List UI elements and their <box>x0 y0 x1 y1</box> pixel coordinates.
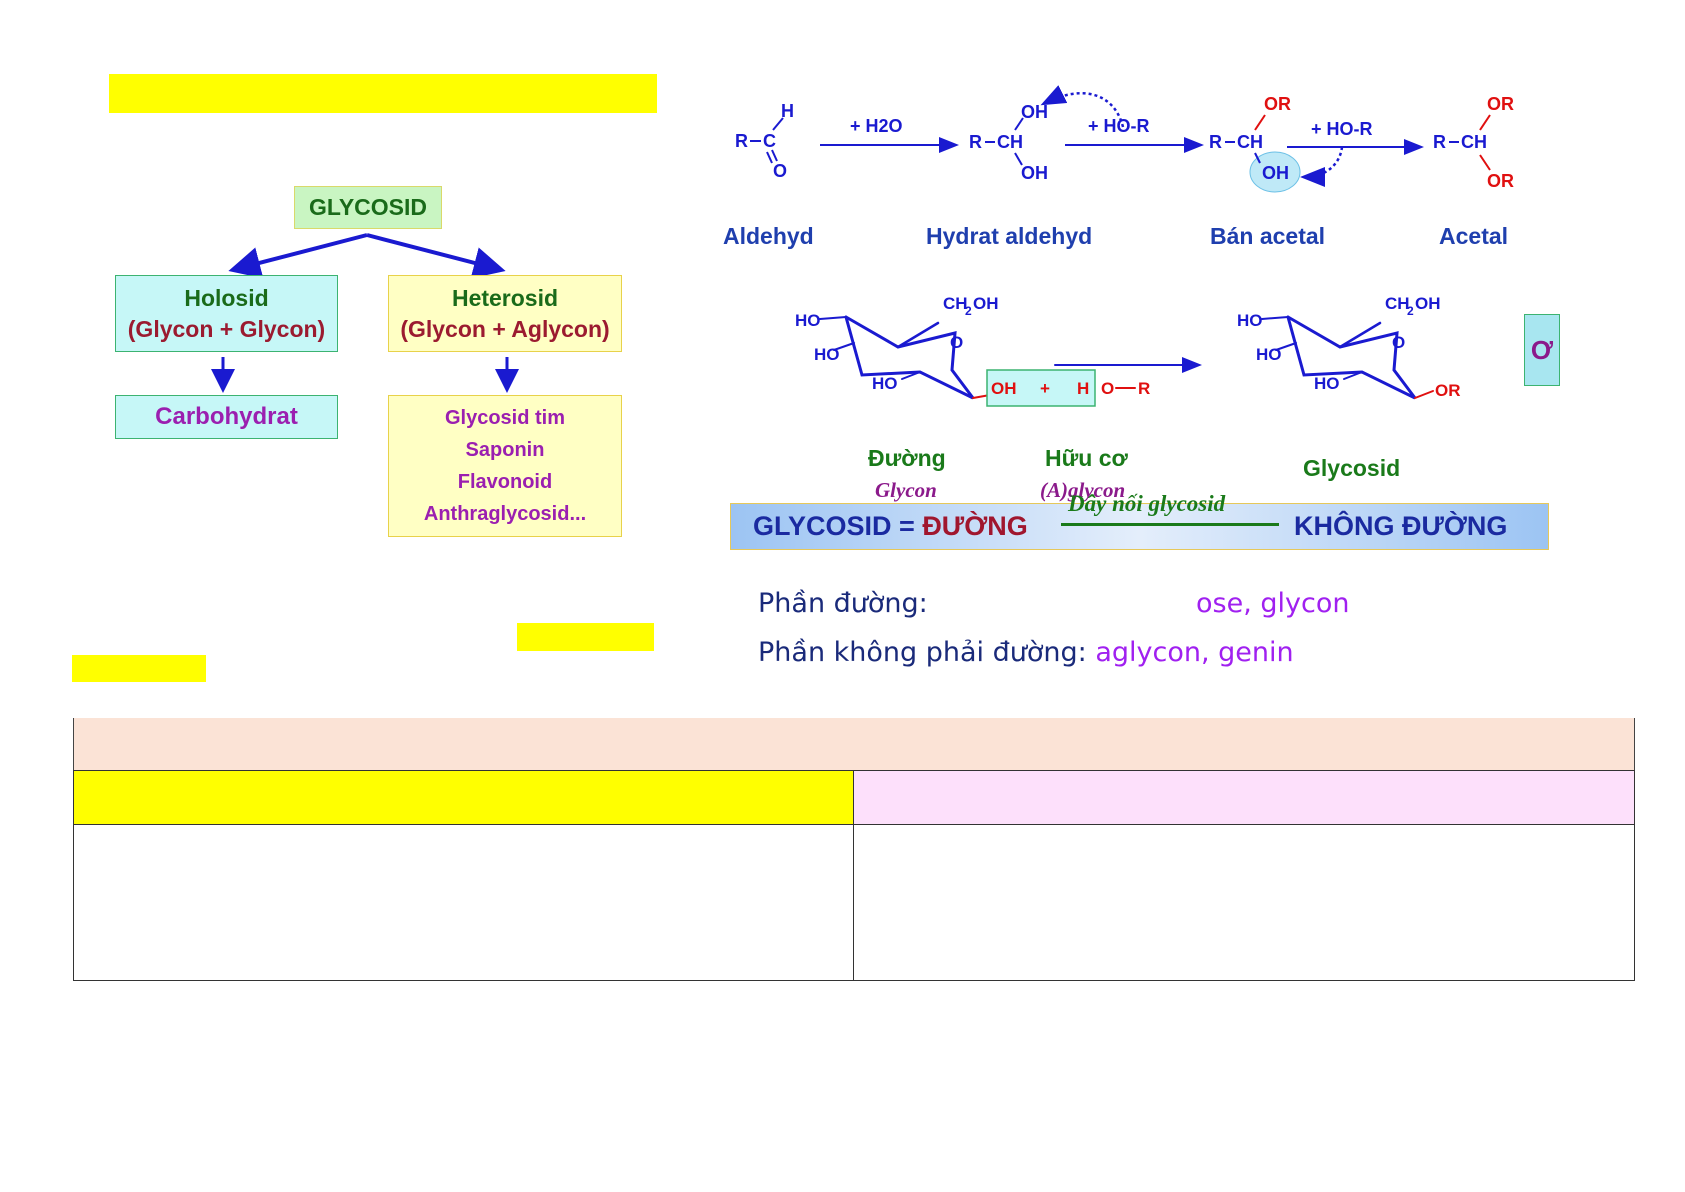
svg-text:R: R <box>969 132 982 152</box>
svg-text:2: 2 <box>1407 304 1414 318</box>
svg-text:CH: CH <box>1237 132 1263 152</box>
reagent-water: + H2O <box>850 116 903 136</box>
svg-text:CH: CH <box>997 132 1023 152</box>
definition-sugar-label: Phần đường: <box>758 588 928 619</box>
svg-text:OR: OR <box>1487 94 1514 114</box>
svg-text:O: O <box>773 161 787 181</box>
highlight-bar-top <box>109 74 657 113</box>
table-body-right <box>853 824 1635 981</box>
label-glycosid-product: Glycosid <box>1303 455 1401 481</box>
type-item: Glycosid tim <box>444 407 566 429</box>
highlight-bar-right <box>517 623 654 651</box>
svg-text:OR: OR <box>1264 94 1291 114</box>
banner-bond-label: Dây nối glycosid <box>1068 491 1226 516</box>
table-head-right <box>853 770 1635 825</box>
definition-non-sugar: Phần không phải đường: aglycon, genin <box>758 637 1294 668</box>
holosid-subtitle: (Glycon + Glycon) <box>127 315 326 342</box>
svg-text:OH: OH <box>973 295 999 313</box>
reagent-alcohol-1: + HO-R <box>1088 116 1150 136</box>
glycosid-banner: GLYCOSID = ĐƯỜNG Dây nối glycosid KHÔNG … <box>730 491 1549 550</box>
heterosid-box: Heterosid (Glycon + Aglycon) <box>388 275 622 352</box>
definition-non-sugar-value: aglycon, genin <box>1095 637 1294 668</box>
label-glycon: Glycon <box>875 478 937 502</box>
table-title-row <box>73 718 1635 770</box>
svg-text:CH: CH <box>1461 132 1487 152</box>
holosid-title: Holosid <box>184 284 269 311</box>
heterosid-title: Heterosid <box>451 284 559 311</box>
svg-text:OH: OH <box>1262 163 1289 183</box>
svg-text:R: R <box>1138 379 1150 398</box>
table-body-left <box>73 824 854 981</box>
heterosid-types-box: Glycosid tim Saponin Flavonoid Anthragly… <box>388 395 622 537</box>
label-aglycon: (A)glycon <box>1040 478 1126 502</box>
definition-sugar-value: ose, glycon <box>1196 588 1350 619</box>
definition-non-sugar-label: Phần không phải đường: <box>758 637 1087 668</box>
banner-equation: GLYCOSID = <box>753 511 923 541</box>
svg-text:O: O <box>1392 333 1405 352</box>
label-huu-co: Hữu cơ <box>1045 445 1128 471</box>
svg-text:O: O <box>950 333 963 352</box>
heterosid-subtitle: (Glycon + Aglycon) <box>400 315 610 342</box>
svg-text:R: R <box>1209 132 1222 152</box>
carbohydrat-box: Carbohydrat <box>115 395 338 439</box>
glycosid-root-box: GLYCOSID <box>294 186 442 229</box>
svg-text:HO: HO <box>1237 311 1263 330</box>
partial-box: Ơ <box>1524 314 1560 386</box>
tree-arrows <box>211 233 519 393</box>
svg-text:H: H <box>781 101 794 121</box>
definition-sugar: Phần đường: <box>758 588 928 619</box>
reagent-alcohol-2: + HO-R <box>1311 119 1373 139</box>
svg-text:H: H <box>1077 379 1089 398</box>
label-acetal: Acetal <box>1439 223 1509 249</box>
banner-bond-line <box>1061 523 1279 526</box>
svg-text:R: R <box>1433 132 1446 152</box>
table-head-left <box>73 770 854 825</box>
svg-text:OR: OR <box>1487 171 1514 191</box>
type-item: Anthraglycosid... <box>423 503 587 525</box>
reaction-structures: R C H O R CH OH OH R CH OR <box>735 85 1514 193</box>
svg-text:OH: OH <box>991 379 1017 398</box>
svg-text:HO: HO <box>795 311 821 330</box>
holosid-box: Holosid (Glycon + Glycon) <box>115 275 338 352</box>
label-ban-acetal: Bán acetal <box>1210 223 1326 249</box>
label-hydrat-aldehyd: Hydrat aldehyd <box>926 223 1093 249</box>
partial-box-label: Ơ <box>1530 334 1554 365</box>
svg-text:C: C <box>763 131 776 151</box>
glycosid-root-label: GLYCOSID <box>308 194 427 220</box>
svg-text:R: R <box>735 131 748 151</box>
svg-text:+: + <box>1040 379 1050 398</box>
svg-text:O: O <box>1101 379 1114 398</box>
label-duong: Đường <box>868 445 946 471</box>
banner-duong: ĐƯỜNG <box>922 511 1028 541</box>
type-item: Saponin <box>465 439 545 461</box>
svg-text:HO: HO <box>872 374 898 393</box>
highlight-bar-left <box>72 655 206 682</box>
banner-left: GLYCOSID = ĐƯỜNG <box>753 511 1028 542</box>
svg-text:OH: OH <box>1021 102 1048 122</box>
svg-text:OH: OH <box>1415 295 1441 313</box>
svg-text:CH: CH <box>943 295 968 313</box>
svg-text:HO: HO <box>1314 374 1340 393</box>
svg-text:HO: HO <box>1256 345 1282 364</box>
svg-text:HO: HO <box>814 345 840 364</box>
svg-text:CH: CH <box>1385 295 1410 313</box>
banner-right: KHÔNG ĐƯỜNG <box>1294 511 1508 541</box>
carbohydrat-label: Carbohydrat <box>155 403 298 430</box>
svg-text:OR: OR <box>1435 381 1461 400</box>
label-aldehyd: Aldehyd <box>723 223 814 249</box>
svg-text:OH: OH <box>1021 163 1048 183</box>
type-item: Flavonoid <box>457 471 553 493</box>
svg-text:2: 2 <box>965 304 972 318</box>
